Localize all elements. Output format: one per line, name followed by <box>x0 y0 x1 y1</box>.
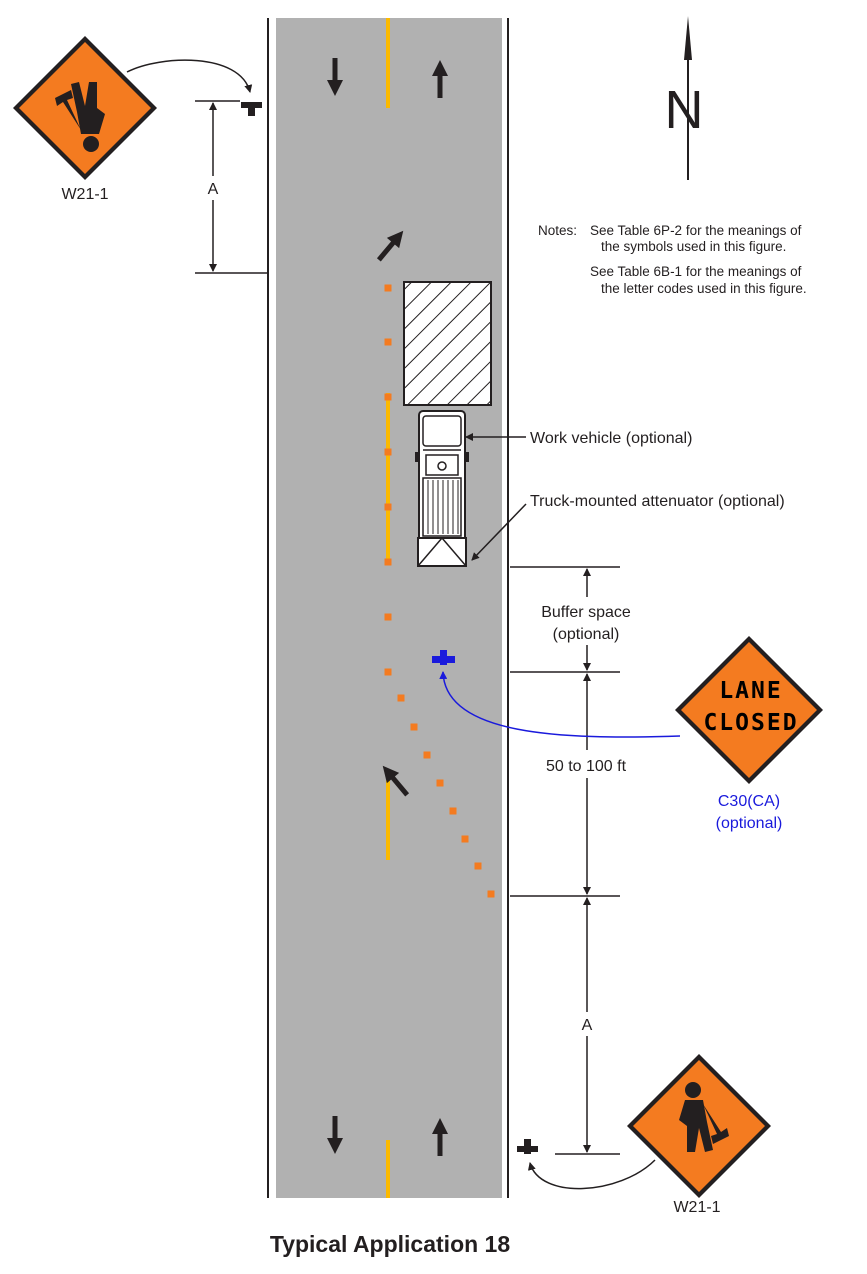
work-area <box>403 281 492 406</box>
work-vehicle-label: Work vehicle (optional) <box>530 430 692 447</box>
channelizing-device <box>384 503 392 511</box>
sign-post-bottom-icon <box>517 1139 538 1154</box>
top-sign-code: W21-1 <box>61 186 108 203</box>
attenuator-label: Truck-mounted attenuator (optional) <box>530 493 785 510</box>
channelizing-device <box>384 613 392 621</box>
channelizing-device <box>384 284 392 292</box>
dimension-a-top-label: A <box>208 181 219 198</box>
buffer-space-dimension <box>510 566 620 673</box>
notes-prefix: Notes: <box>538 223 577 238</box>
channelizing-device <box>397 694 405 702</box>
channelizing-device <box>384 393 392 401</box>
channelizing-device <box>384 558 392 566</box>
truck-mounted-attenuator-icon <box>417 537 467 567</box>
lane-closed-optional: (optional) <box>716 815 783 832</box>
southbound-arrow-bottom-icon <box>327 1116 343 1154</box>
notes-line2b: the letter codes used in this figure. <box>601 281 807 296</box>
roadway <box>267 18 509 1198</box>
northbound-arrow-bottom-icon <box>432 1118 448 1156</box>
northbound-arrow-icon <box>432 60 448 98</box>
notes-line1b: the symbols used in this figure. <box>601 239 786 254</box>
channelizing-device <box>474 862 482 870</box>
dimension-a-bottom-label: A <box>582 1017 593 1034</box>
dimension-a-bottom <box>555 897 620 1155</box>
w21-1-sign-bottom <box>627 1054 771 1198</box>
bottom-sign-leader <box>527 1159 656 1190</box>
figure-title: Typical Application 18 <box>270 1231 510 1257</box>
top-sign-leader <box>126 59 253 93</box>
channelizing-device <box>487 890 495 898</box>
buffer-space-label: Buffer space <box>541 604 631 621</box>
pavement <box>276 18 502 1198</box>
worker-symbol-icon <box>55 82 105 152</box>
traffic-arrows <box>327 58 448 1156</box>
north-arrow-icon <box>684 16 692 180</box>
merge-left-arrow-icon <box>382 765 410 797</box>
sign-post-top-icon <box>241 102 262 116</box>
southbound-arrow-icon <box>327 58 343 96</box>
bottom-sign-code: W21-1 <box>673 1199 720 1216</box>
buffer-space-optional-label: (optional) <box>553 626 620 643</box>
channelizing-device <box>384 448 392 456</box>
channelizing-device <box>423 751 431 759</box>
notes-line1a: See Table 6P-2 for the meanings of <box>590 223 802 238</box>
channelizing-device <box>461 835 469 843</box>
taper-length-dimension <box>510 673 620 897</box>
lane-closed-line1: LANE <box>719 678 782 704</box>
attenuator-leader <box>471 503 527 561</box>
channelizing-device <box>449 807 457 815</box>
work-vehicle-icon <box>415 410 469 542</box>
worker-symbol-bottom-icon <box>679 1082 729 1152</box>
taper-length-label: 50 to 100 ft <box>546 758 627 775</box>
notes-line2a: See Table 6B-1 for the meanings of <box>590 264 802 279</box>
channelizing-device <box>410 723 418 731</box>
lane-closed-code: C30(CA) <box>718 793 780 810</box>
optional-sign-leader <box>439 671 681 738</box>
w21-1-sign-top <box>13 36 157 180</box>
dimension-a-top <box>195 100 268 274</box>
sign-post-optional-icon <box>432 650 455 665</box>
north-label: N <box>665 80 704 140</box>
lane-closed-line2: CLOSED <box>703 710 798 736</box>
lane-closed-sign: LANE CLOSED <box>675 636 823 784</box>
channelizing-device <box>436 779 444 787</box>
merge-right-arrow-icon <box>376 230 404 262</box>
channelizing-devices <box>384 284 495 898</box>
channelizing-device <box>384 338 392 346</box>
channelizing-device <box>384 668 392 676</box>
